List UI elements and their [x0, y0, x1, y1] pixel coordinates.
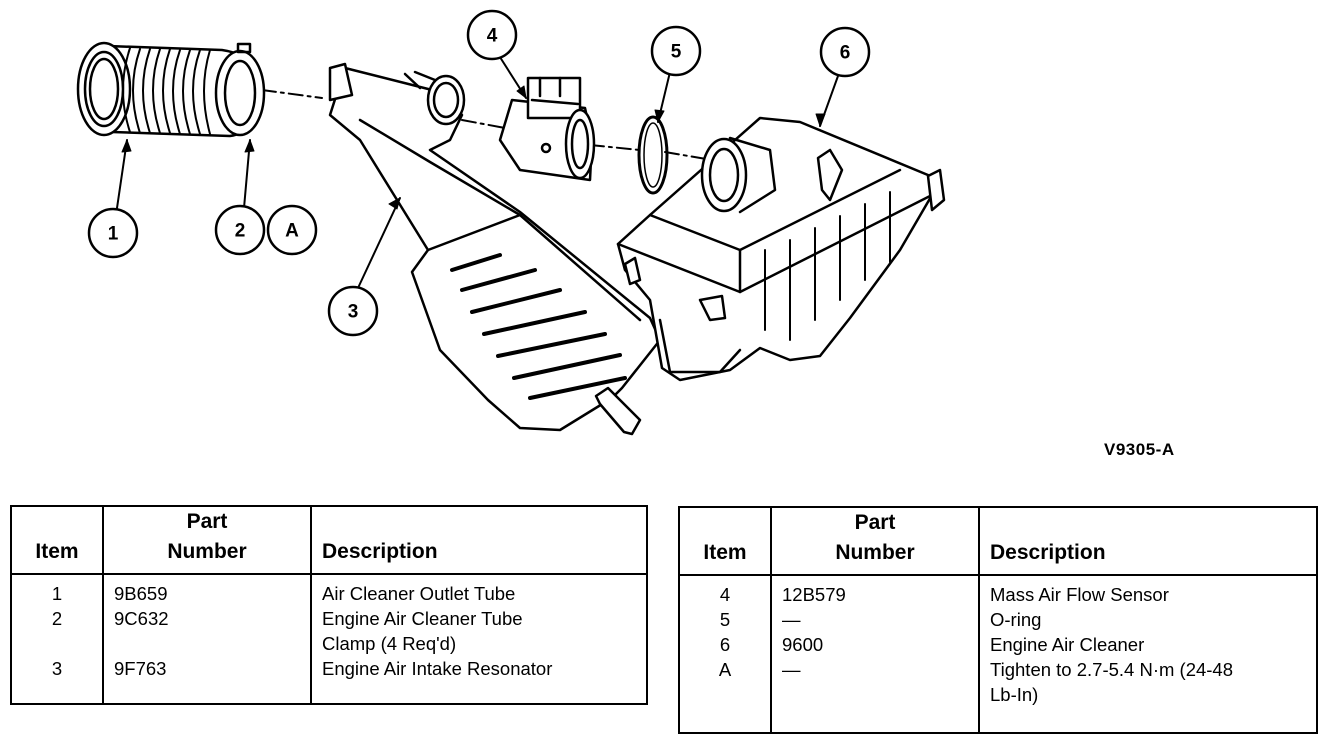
exploded-view-diagram: 1 2 A 3 4 5 6	[76, 9, 946, 436]
header-description: Description	[310, 506, 648, 575]
table-row: 5 — O-ring	[678, 607, 1318, 632]
outlet-tube-drawing	[76, 41, 266, 138]
header-description: Description	[978, 507, 1318, 576]
header-item: Item	[678, 507, 772, 576]
table-row: 6 9600 Engine Air Cleaner	[678, 632, 1318, 657]
figure-id: V9305-A	[1104, 440, 1175, 459]
callout-4-circle	[466, 9, 518, 61]
callout-3: 3	[348, 302, 359, 323]
callout-4: 4	[487, 26, 498, 47]
table-row: 1 9B659 Air Cleaner Outlet Tube	[10, 574, 648, 606]
callout-1-circle	[87, 207, 139, 259]
callout-a: A	[285, 221, 299, 242]
table-row: 3 9F763 Engine Air Intake Resonator	[10, 656, 648, 681]
callout-3-circle	[327, 285, 379, 337]
air-cleaner-drawing	[616, 116, 946, 382]
callout-5: 5	[671, 42, 682, 63]
table-row: 4 12B579 Mass Air Flow Sensor	[678, 575, 1318, 607]
callout-a-circle	[266, 204, 318, 256]
callout-1: 1	[108, 224, 119, 245]
maf-sensor-drawing	[498, 76, 596, 182]
callout-2: 2	[235, 221, 246, 242]
callout-6: 6	[840, 43, 851, 64]
assembly-centerline	[261, 89, 713, 161]
leader-lines	[116, 53, 839, 289]
callout-2-circle	[214, 204, 266, 256]
callout-5-circle	[650, 25, 702, 77]
o-ring-drawing	[637, 115, 669, 195]
callout-6-circle	[819, 26, 871, 78]
resonator-drawing	[328, 62, 662, 436]
header-item: Item	[10, 506, 104, 575]
